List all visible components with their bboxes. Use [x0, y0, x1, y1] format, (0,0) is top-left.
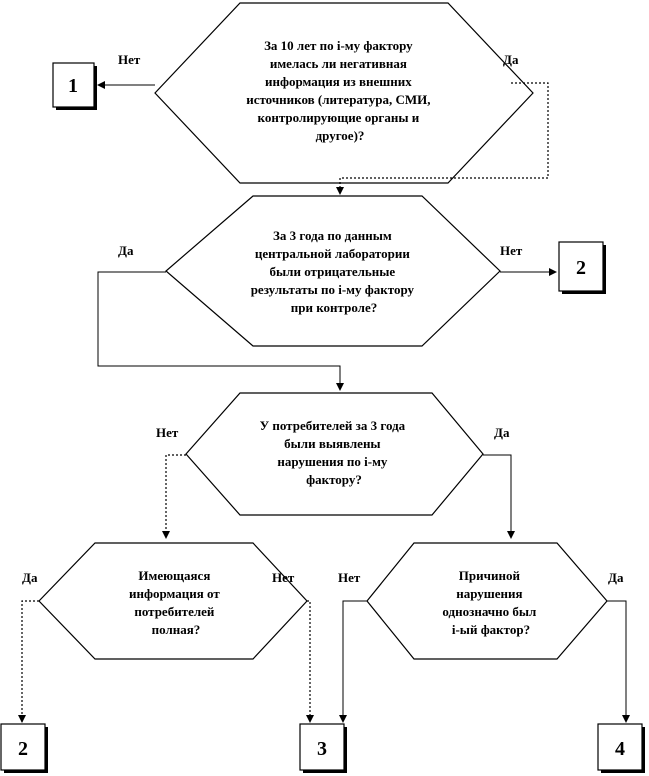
q1-line-2: имелась ли негативная: [270, 56, 407, 71]
q4-no-label: Нет: [272, 570, 295, 585]
outcome-box-bottom-3: [299, 723, 345, 771]
outcome-box-bottom-4-label: 4: [615, 738, 625, 760]
decision-q2: [165, 195, 501, 347]
connector-q1-yes: [336, 82, 549, 195]
decision-q1: [154, 2, 534, 184]
decision-q5-text: Причиной нарушения однозначно был i-ый ф…: [442, 568, 539, 637]
q4-line-2: информация от: [129, 586, 220, 601]
q2-yes-label: Да: [118, 243, 134, 258]
q5-line-4: i-ый фактор?: [452, 622, 530, 637]
q5-line-2: нарушения: [456, 586, 522, 601]
q5-line-1: Причиной: [459, 568, 521, 583]
q1-line-4: источников (литература, СМИ,: [246, 92, 430, 107]
q5-line-3: однозначно был: [442, 604, 536, 619]
connector-q3-yes: [483, 454, 515, 539]
connector-q5-no: [339, 600, 367, 723]
q3-line-1: У потребителей за 3 года: [260, 418, 406, 433]
connector-q4-yes: [18, 600, 39, 723]
q2-line-4: результаты по i-му фактору: [251, 282, 415, 297]
q4-line-4: полная?: [152, 622, 201, 637]
decision-q3: [185, 392, 484, 516]
connector-q3-no: [162, 454, 186, 539]
outcome-box-bottom-4: [597, 723, 643, 771]
outcome-box-bottom-2: [0, 723, 46, 771]
q4-line-1: Имеющаяся: [138, 568, 210, 583]
q5-no-label: Нет: [338, 570, 361, 585]
q2-line-3: были отрицательные: [270, 264, 396, 279]
q5-yes-label: Да: [608, 570, 624, 585]
outcome-box-2-label: 2: [576, 257, 586, 279]
decision-q2-text: За 3 года по данным центральной лаборато…: [251, 228, 418, 315]
q2-line-2: центральной лаборатории: [255, 246, 410, 261]
q3-yes-label: Да: [494, 425, 510, 440]
q1-yes-label: Да: [503, 52, 519, 67]
q1-line-3: информация из внешних: [265, 74, 412, 89]
q1-line-5: контролирующие органы и: [258, 110, 420, 125]
q2-line-5: при контроле?: [291, 300, 377, 315]
q3-line-3: нарушения по i-му: [277, 454, 388, 469]
q4-line-3: потребителей: [134, 604, 215, 619]
outcome-box-bottom-2-label: 2: [18, 738, 28, 760]
connector-q5-yes: [607, 600, 630, 723]
q2-line-1: За 3 года по данным: [273, 228, 392, 243]
decision-q4-text: Имеющаяся информация от потребителей пол…: [129, 568, 223, 637]
q1-no-label: Нет: [118, 52, 141, 67]
q4-yes-label: Да: [22, 570, 38, 585]
q3-line-4: фактору?: [306, 472, 362, 487]
q3-line-2: были выявлены: [284, 436, 380, 451]
q1-line-6: другое)?: [316, 128, 365, 143]
outcome-box-2: [558, 241, 604, 292]
decision-q5: [366, 542, 608, 660]
outcome-box-bottom-3-label: 3: [317, 738, 327, 760]
q2-no-label: Нет: [500, 243, 523, 258]
decision-q3-text: У потребителей за 3 года были выявлены н…: [260, 418, 409, 487]
decision-q1-text: За 10 лет по i-му фактору имелась ли нег…: [246, 38, 434, 143]
outcome-box-1-label: 1: [68, 75, 78, 97]
q1-line-1: За 10 лет по i-му фактору: [264, 38, 413, 53]
decision-q4: [38, 542, 308, 660]
outcome-box-1: [52, 62, 95, 108]
connector-q4-no: [306, 600, 314, 723]
connector-q2-yes: [97, 271, 344, 391]
q3-no-label: Нет: [156, 425, 179, 440]
